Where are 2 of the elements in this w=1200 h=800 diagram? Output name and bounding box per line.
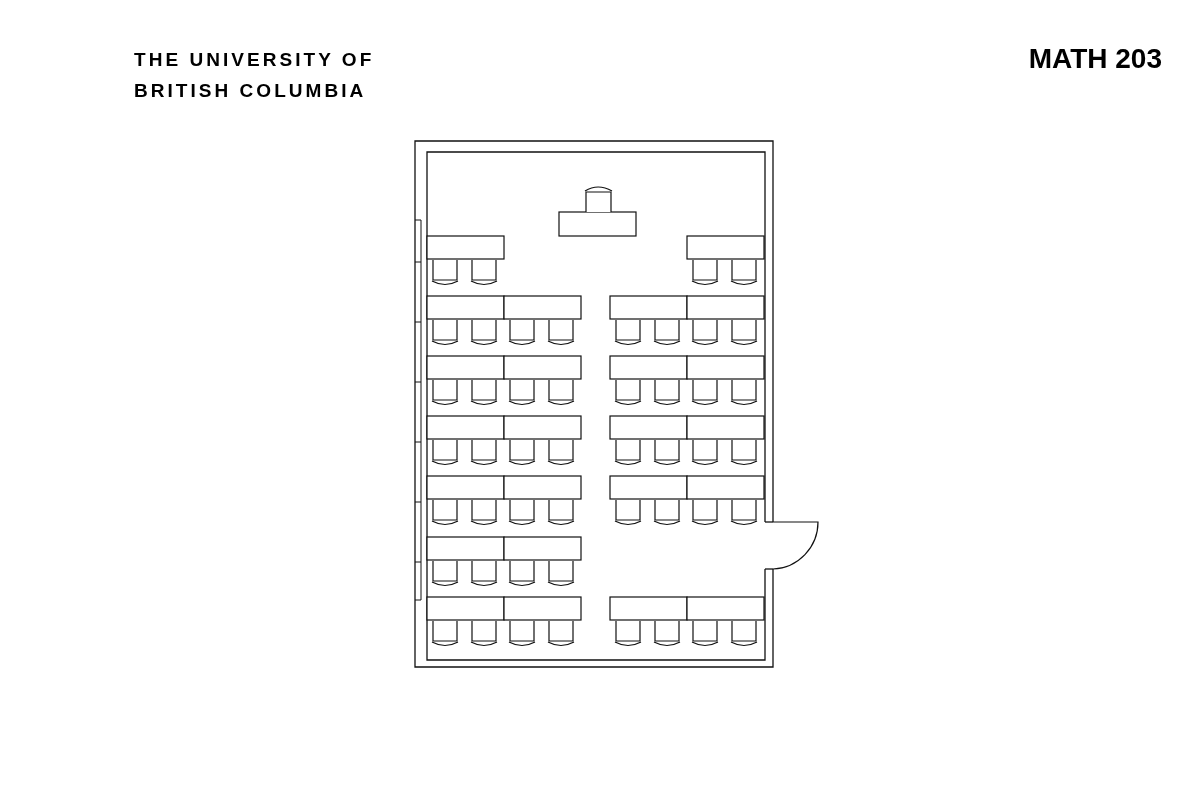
university-name: THE UNIVERSITY OF BRITISH COLUMBIA — [134, 48, 376, 103]
room-title: MATH 203 — [1028, 42, 1162, 76]
